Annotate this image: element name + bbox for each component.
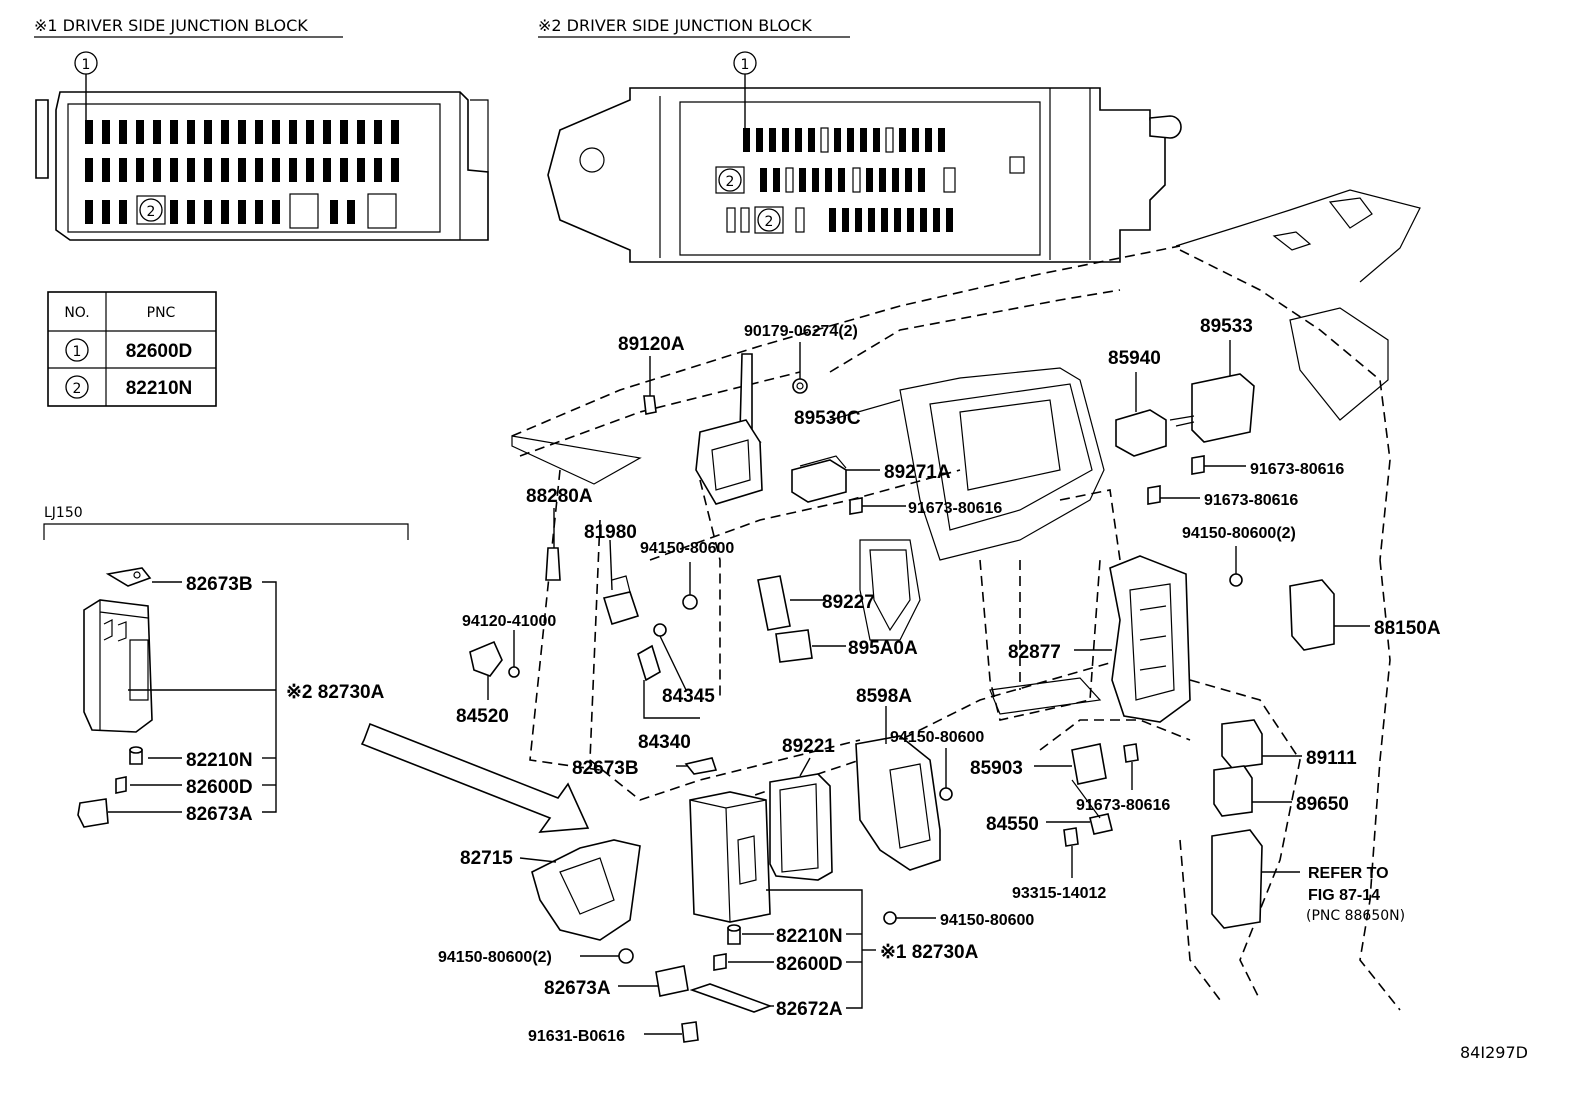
label-89530C: 89530C xyxy=(794,408,861,429)
label-895A0A: 895A0A xyxy=(848,638,918,659)
left-junction-title: ※1 DRIVER SIDE JUNCTION BLOCK xyxy=(34,16,308,35)
label-82715: 82715 xyxy=(460,848,513,869)
left-block-fuses xyxy=(85,120,399,229)
inset-label-82210N: 82210N xyxy=(186,750,253,771)
label-94150-80600-e: 94150-80600(2) xyxy=(1182,525,1296,542)
right-block-fuses xyxy=(726,127,956,233)
label-89120A: 89120A xyxy=(618,334,685,355)
main-parts xyxy=(469,340,1370,1043)
figure-id: 84I297D xyxy=(1460,1043,1528,1062)
label-84520: 84520 xyxy=(456,706,509,727)
label-82600D-main: 82600D xyxy=(776,954,843,975)
label-84340: 84340 xyxy=(638,732,691,753)
left-junction-block: ※1 DRIVER SIDE JUNCTION BLOCK 2 1 xyxy=(34,16,489,241)
pnc-table-row-1-pnc: 82600D xyxy=(126,341,193,362)
label-93315-14012: 93315-14012 xyxy=(1012,885,1106,902)
main-labels: 89120A 90179-06274(2) 89530C 89271A 9167… xyxy=(438,316,1441,1045)
label-89650: 89650 xyxy=(1296,794,1349,815)
label-89111: 89111 xyxy=(1306,748,1357,769)
label-94150-80600-a: 94150-80600 xyxy=(640,540,734,557)
label-91631-B0616: 91631-B0616 xyxy=(528,1028,625,1045)
right-callout-1: 1 xyxy=(741,57,750,73)
label-90179-06274: 90179-06274(2) xyxy=(744,323,858,340)
label-94150-80600-d: 94150-80600 xyxy=(940,912,1034,929)
label-91673-80616-a: 91673-80616 xyxy=(908,500,1002,517)
label-89221: 89221 xyxy=(782,736,835,757)
label-84550: 84550 xyxy=(986,814,1039,835)
label-85903: 85903 xyxy=(970,758,1023,779)
inset-label-82673B: 82673B xyxy=(186,574,253,595)
pnc-table-header-no: NO. xyxy=(64,305,89,321)
label-88150A: 88150A xyxy=(1374,618,1441,639)
label-82672A: 82672A xyxy=(776,999,843,1020)
label-82877: 82877 xyxy=(1008,642,1061,663)
inset-label-82673A: 82673A xyxy=(186,804,253,825)
label-91673-80616-c: 91673-80616 xyxy=(1204,492,1298,509)
inset-label-82730A: ※2 82730A xyxy=(286,682,385,703)
variant-label: LJ150 xyxy=(44,505,83,521)
label-88280A: 88280A xyxy=(526,486,593,507)
right-junction-title: ※2 DRIVER SIDE JUNCTION BLOCK xyxy=(538,16,812,35)
label-89533: 89533 xyxy=(1200,316,1253,337)
label-94150-80600-2: 94150-80600(2) xyxy=(438,949,552,966)
label-8598A: 8598A xyxy=(856,686,912,707)
label-84345: 84345 xyxy=(662,686,715,707)
right-junction-block: ※2 DRIVER SIDE JUNCTION BLOCK 2 xyxy=(538,16,1182,263)
pnc-table-row-1-no: 1 xyxy=(73,344,82,360)
label-82730A-main: ※1 82730A xyxy=(880,942,979,963)
pnc-table-row-2-no: 2 xyxy=(73,381,82,397)
label-91673-80616-b: 91673-80616 xyxy=(1250,461,1344,478)
right-callout-2a: 2 xyxy=(726,174,735,190)
label-91673-80616-d: 91673-80616 xyxy=(1076,797,1170,814)
lj150-inset: LJ150 82673B ※2 82730A 82210N 82600D 826… xyxy=(43,505,409,828)
label-82673A-main: 82673A xyxy=(544,978,611,999)
label-refer-pnc: (PNC 88650N) xyxy=(1306,908,1405,924)
label-82210N-main: 82210N xyxy=(776,926,843,947)
label-refer-to: REFER TO xyxy=(1308,865,1389,882)
label-85940: 85940 xyxy=(1108,348,1161,369)
label-82673B-main: 82673B xyxy=(572,758,639,779)
dashboard-outline xyxy=(360,189,1421,1011)
label-94150-80600-b: 94150-80600 xyxy=(890,729,984,746)
label-refer-fig: FIG 87-14 xyxy=(1308,887,1380,904)
label-81980: 81980 xyxy=(584,522,637,543)
inset-label-82600D: 82600D xyxy=(186,777,253,798)
pnc-table-header-pnc: PNC xyxy=(147,305,176,321)
pnc-table-row-2-pnc: 82210N xyxy=(126,378,193,399)
right-callout-2b: 2 xyxy=(765,214,774,230)
label-89227: 89227 xyxy=(822,592,875,613)
left-callout-1: 1 xyxy=(82,57,91,73)
label-94120-41000: 94120-41000 xyxy=(462,613,556,630)
left-callout-2: 2 xyxy=(147,204,156,220)
pnc-table: NO. PNC 1 82600D 2 82210N xyxy=(47,291,217,407)
label-89271A: 89271A xyxy=(884,462,951,483)
